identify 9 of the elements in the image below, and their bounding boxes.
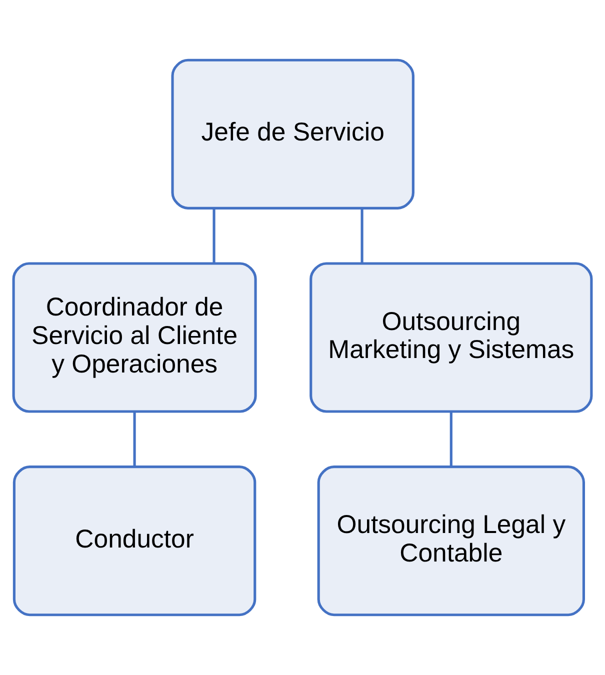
- connector: [212, 208, 216, 264]
- connector: [450, 412, 452, 467]
- node-box: Outsourcing Legal y Contable: [317, 466, 585, 616]
- node-box: Jefe de Servicio: [171, 58, 414, 210]
- connector: [360, 208, 364, 264]
- node-box: Outsourcing Marketing y Sistemas: [310, 262, 593, 413]
- node-box: Coordinador de Servicio al Cliente y Operaciones: [12, 262, 257, 413]
- node-box: Conductor: [12, 466, 256, 616]
- connector: [133, 412, 136, 467]
